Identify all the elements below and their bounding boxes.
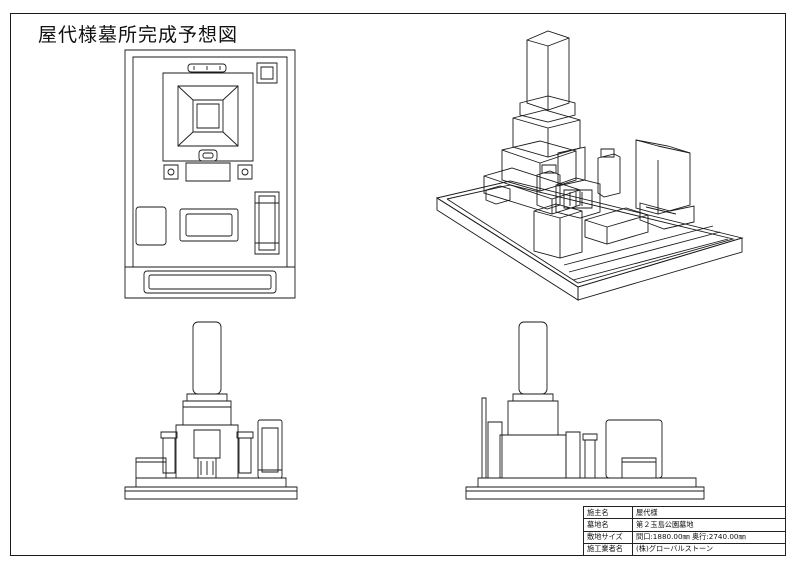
client-value: 屋代様: [632, 505, 786, 520]
contractor-label: 施工業者名: [583, 542, 633, 557]
isometric-view: [437, 31, 742, 300]
side-elevation: [466, 322, 704, 499]
client-label: 施主名: [583, 505, 633, 520]
site-size-value: 間口:1880.00㎜ 奥行:2740.00㎜: [632, 530, 786, 544]
front-elevation: [125, 322, 297, 499]
title-block-row: 敷地サイズ 間口:1880.00㎜ 奥行:2740.00㎜: [583, 530, 786, 544]
cemetery-label: 墓地名: [583, 518, 633, 532]
drawing-title: 屋代様墓所完成予想図: [38, 24, 239, 46]
title-block: 施主名 屋代様 墓地名 第２玉島公園墓地 敷地サイズ 間口:1880.00㎜ 奥…: [583, 505, 786, 557]
title-block-row: 墓地名 第２玉島公園墓地: [583, 518, 786, 532]
cemetery-value: 第２玉島公園墓地: [632, 518, 786, 532]
site-size-label: 敷地サイズ: [583, 530, 633, 544]
title-block-row: 施工業者名 (株)グローバルストーン: [583, 542, 786, 557]
title-block-row: 施主名 屋代様: [583, 505, 786, 520]
drawing-frame: [10, 13, 786, 556]
contractor-value: (株)グローバルストーン: [632, 542, 786, 557]
plan-view: [125, 50, 295, 298]
